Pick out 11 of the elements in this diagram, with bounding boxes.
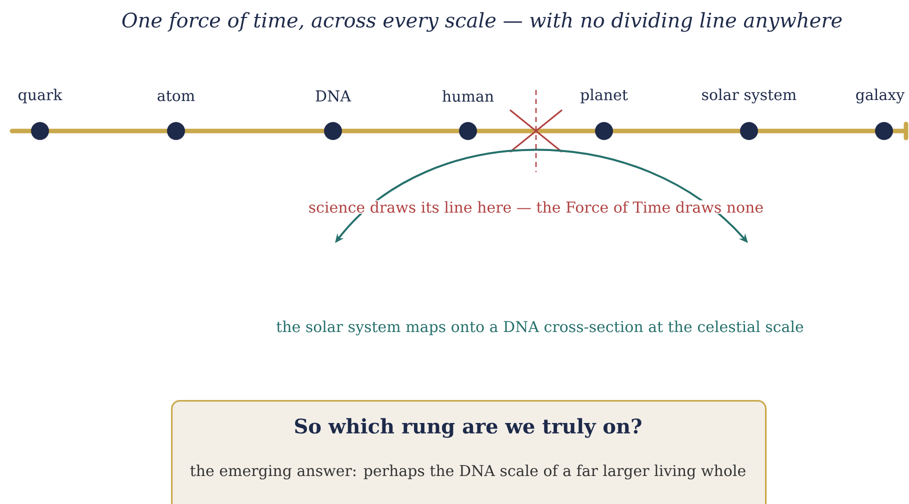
scale-label: solar system: [702, 88, 796, 104]
scale-label: planet: [580, 88, 628, 104]
scale-label: galaxy: [856, 88, 905, 104]
question-box: So which rung are we truly on? the emerging answer: perhaps the DNA scale of a far larger living whole: [171, 400, 767, 504]
scale-label: quark: [18, 88, 62, 104]
scale-label: DNA: [316, 90, 352, 102]
scale-label: atom: [158, 90, 195, 102]
scale-label: human: [442, 90, 494, 102]
annotation: science draws its line here — the Force of Time draws none: [307, 200, 765, 214]
title: One force of time, across every scale — with no dividing line anywhere: [122, 12, 842, 32]
annotation: the solar system maps onto a DNA cross-section at the celestial scale: [275, 320, 805, 336]
